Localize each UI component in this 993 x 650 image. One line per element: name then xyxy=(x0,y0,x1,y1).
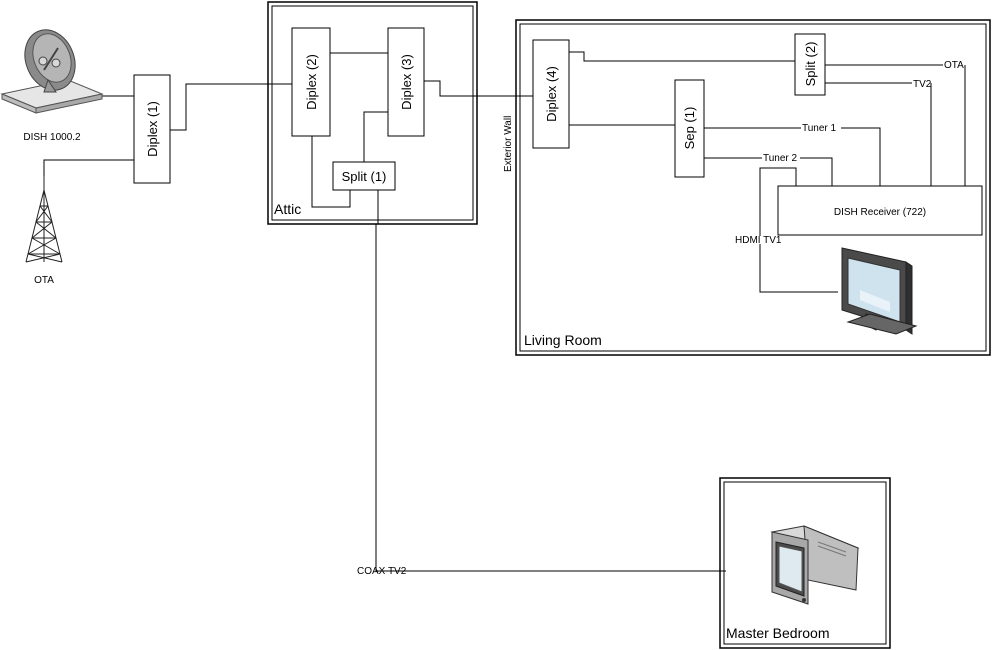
attic-room xyxy=(267,1,478,225)
living-room-label: Living Room xyxy=(524,332,602,348)
ota-source-label: OTA xyxy=(34,275,54,286)
split-1-box: Split (1) xyxy=(332,161,396,191)
diplex-4-label: Diplex (4) xyxy=(544,66,559,122)
ota-wire-label: OTA xyxy=(944,60,964,71)
tv2-wire-label: TV2 xyxy=(913,79,932,90)
diplex-4-box: Diplex (4) xyxy=(532,39,570,149)
sep-1-label: Sep (1) xyxy=(682,107,697,150)
master-bedroom-room xyxy=(719,477,891,649)
tuner-1-label: Tuner 1 xyxy=(802,123,837,134)
diplex-2-box: Diplex (2) xyxy=(291,27,331,137)
satellite-dish-icon xyxy=(0,29,104,114)
dish-label: DISH 1000.2 xyxy=(23,132,81,143)
coax-tv2-label: COAX TV2 xyxy=(357,566,407,577)
crt-tv-icon xyxy=(770,525,860,605)
exterior-wall-label: Exterior Wall xyxy=(503,116,514,172)
master-bedroom-label: Master Bedroom xyxy=(726,625,829,641)
dish-receiver-label: DISH Receiver (722) xyxy=(834,207,926,218)
split-1-label: Split (1) xyxy=(342,169,387,184)
diplex-3-box: Diplex (3) xyxy=(387,27,425,137)
split-2-label: Split (2) xyxy=(803,42,818,87)
diplex-2-label: Diplex (2) xyxy=(304,54,319,110)
diplex-3-label: Diplex (3) xyxy=(399,54,414,110)
hdmi-tv1-label: HDMI TV1 xyxy=(735,235,782,246)
split-2-box: Split (2) xyxy=(794,33,826,96)
dish-receiver-box: DISH Receiver (722) xyxy=(777,185,983,236)
wires xyxy=(43,51,966,572)
diplex-1-label: Diplex (1) xyxy=(145,101,160,157)
attic-label: Attic xyxy=(274,201,301,217)
sep-1-box: Sep (1) xyxy=(674,79,705,178)
living-room xyxy=(515,19,991,356)
flat-panel-tv-icon xyxy=(841,247,918,335)
diplex-1-box: Diplex (1) xyxy=(133,74,171,184)
antenna-tower-icon xyxy=(25,176,63,263)
tuner-2-label: Tuner 2 xyxy=(763,153,798,164)
